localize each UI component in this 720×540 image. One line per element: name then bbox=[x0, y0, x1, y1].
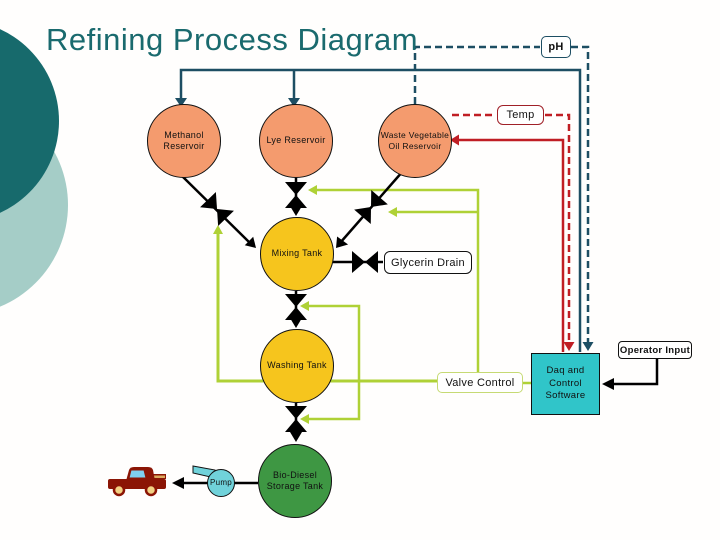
process-arrowheads bbox=[172, 206, 349, 489]
node-label: Bio-Diesel Storage Tank bbox=[266, 469, 324, 491]
ph-sensor-box: pH bbox=[541, 36, 571, 58]
temp-sensor-label: Temp bbox=[506, 109, 535, 121]
valve-control-lines bbox=[216, 188, 532, 421]
operator-input-label: Operator Input bbox=[619, 344, 691, 356]
valve-control-label: Valve Control bbox=[445, 376, 515, 389]
daq-control-software-box: Daq and Control Software bbox=[531, 353, 600, 415]
node-label: Waste Vegetable Oil Reservoir bbox=[380, 130, 450, 151]
ph-signal-arrowhead bbox=[582, 342, 594, 351]
reservoir-feed-arrowheads bbox=[175, 98, 300, 107]
slide-decoration-circles bbox=[0, 29, 68, 307]
node-label: Pump bbox=[209, 478, 233, 487]
heater-control-arrowhead bbox=[450, 134, 459, 146]
node-label: Methanol Reservoir bbox=[163, 129, 205, 151]
page-title: Refining Process Diagram bbox=[46, 22, 419, 57]
valve-icon bbox=[352, 251, 378, 273]
node-label: Washing Tank bbox=[267, 360, 327, 371]
temp-sensor-box: Temp bbox=[497, 105, 544, 125]
node-label: Mixing Tank bbox=[271, 248, 323, 259]
valve-control-box: Valve Control bbox=[437, 372, 523, 393]
node-mixing-tank: Mixing Tank bbox=[260, 217, 334, 291]
node-lye-reservoir: Lye Reservoir bbox=[259, 104, 333, 178]
heater-control-line bbox=[459, 138, 565, 352]
glycerin-drain-box: Glycerin Drain bbox=[384, 251, 472, 274]
node-washing-tank: Washing Tank bbox=[260, 329, 334, 403]
node-biodiesel-storage-tank: Bio-Diesel Storage Tank bbox=[258, 444, 332, 518]
operator-input-box: Operator Input bbox=[618, 341, 692, 359]
glycerin-drain-label: Glycerin Drain bbox=[391, 256, 465, 269]
temp-signal-line bbox=[452, 113, 571, 342]
operator-input-arrowhead bbox=[602, 378, 614, 390]
node-waste-vegetable-oil-reservoir: Waste Vegetable Oil Reservoir bbox=[378, 104, 452, 178]
reservoir-feed-signal-line bbox=[179, 68, 582, 352]
temp-signal-arrowhead bbox=[563, 342, 575, 351]
valve-control-arrowheads bbox=[213, 185, 397, 424]
delivery-truck-icon bbox=[108, 467, 166, 497]
daq-label: Daq and Control Software bbox=[545, 365, 586, 402]
ph-sensor-label: pH bbox=[548, 41, 564, 53]
operator-input-line bbox=[606, 359, 659, 386]
ph-signal-line bbox=[413, 45, 590, 342]
node-pump: Pump bbox=[207, 469, 235, 497]
valve-icon bbox=[285, 182, 307, 208]
node-label: Lye Reservoir bbox=[266, 135, 326, 146]
node-methanol-reservoir: Methanol Reservoir bbox=[147, 104, 221, 178]
